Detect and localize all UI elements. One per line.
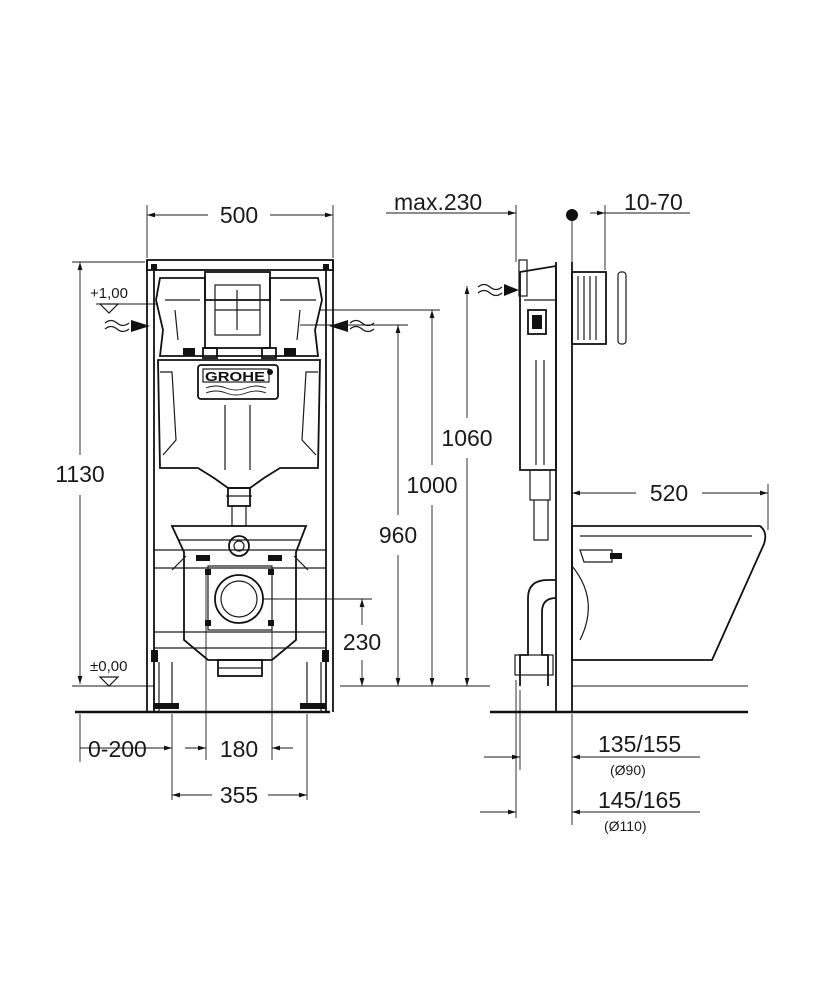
dimension-heights-right: 230 960 1000 1060: [262, 286, 493, 687]
front-view: GROHE: [55, 202, 492, 808]
dimension-width-500: 500: [146, 202, 334, 258]
foot-spacing-355-label: 355: [220, 782, 258, 808]
bowl-520-label: 520: [650, 480, 688, 506]
dimension-10-70: 10-70: [590, 189, 690, 270]
dimension-outlet-110: 145/165 (Ø110): [480, 680, 700, 834]
drain-height-230-label: 230: [343, 629, 381, 655]
wall-axis-marker: [566, 209, 578, 221]
dimension-bottom: 0-200 180 355: [79, 570, 308, 808]
plate-10-70-label: 10-70: [624, 189, 683, 215]
level-marker-zero: ±0,00: [72, 658, 155, 687]
max-230-label: max.230: [394, 189, 482, 215]
dimension-max-230: max.230: [386, 189, 517, 262]
level-zero-label: ±0,00: [90, 658, 127, 675]
level-marker-top: +1,00: [90, 285, 158, 314]
pipe-height-960-label: 960: [379, 522, 417, 548]
installation-frame: [146, 259, 334, 712]
cistern: GROHE: [155, 271, 323, 527]
dimension-bowl-520: 520: [572, 480, 769, 530]
outlet-90-note: (Ø90): [610, 762, 646, 778]
bolt-spacing-180-label: 180: [220, 736, 258, 762]
dimension-outlet-90: 135/155 (Ø90): [484, 690, 700, 825]
offset-0-200-label: 0-200: [88, 736, 147, 762]
width-500-label: 500: [220, 202, 258, 228]
inlet-height-1000-label: 1000: [406, 472, 457, 498]
level-top-label: +1,00: [90, 285, 128, 302]
outlet-90-label: 135/155: [598, 731, 681, 757]
side-view: max.230 10-70 520 135/155 (Ø90): [386, 189, 769, 834]
grohe-logo: GROHE: [205, 369, 265, 384]
wc-bowl-connection: [170, 525, 309, 677]
side-wc-bowl: [571, 525, 767, 661]
outlet-110-note: (Ø110): [604, 818, 647, 834]
side-water-inlet-symbol: [477, 283, 519, 297]
side-cistern: [514, 259, 627, 686]
height-1130-label: 1130: [55, 461, 104, 487]
dimension-height-1130: 1130: [55, 261, 145, 684]
outlet-110-label: 145/165: [598, 787, 681, 813]
flush-height-1060-label: 1060: [441, 425, 492, 451]
